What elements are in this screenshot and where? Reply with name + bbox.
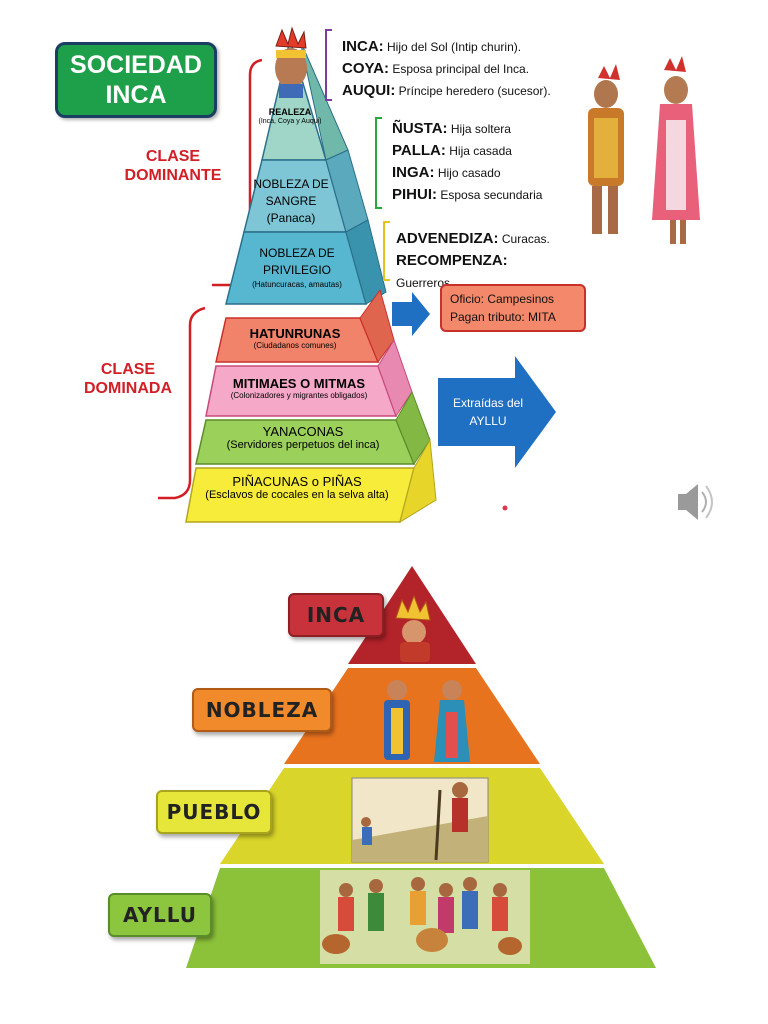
def-advenediza: ADVENEDIZA: Curacas. — [396, 230, 550, 247]
privilegio-definitions: ADVENEDIZA: Curacas. RECOMPENZA: Guerrer… — [396, 228, 566, 294]
def-pihui: PIHUI: Esposa secundaria — [392, 186, 543, 203]
top-pyramid — [158, 26, 713, 524]
arrow-text: Extraídas del AYLLU — [452, 396, 524, 428]
small-right-arrow-icon — [392, 292, 430, 336]
pinacunas-label: PIÑACUNAS o PIÑAS (Esclavos de cocales e… — [205, 474, 389, 501]
nobleza-sangre-label: NOBLEZA DE SANGRE (Panaca) — [253, 177, 329, 225]
mitimaes-label: MITIMAES O MITMAS (Colonizadores y migra… — [230, 376, 368, 400]
label-nobleza: NOBLEZA — [192, 688, 332, 732]
nobleza-bracket — [375, 117, 382, 209]
bottom-pyramid — [186, 566, 656, 968]
nobleza-privilegio-label: NOBLEZA DE PRIVILEGIO (Hatuncuracas, ama… — [252, 246, 342, 289]
oficio-box: Oficio: Campesinos Pagan tributo: MITA — [440, 284, 586, 332]
ayllu-community-illustration — [320, 870, 530, 964]
realeza-definitions: INCA: Hijo del Sol (Intip churin). COYA:… — [342, 36, 552, 102]
bracket-dominada — [158, 306, 206, 500]
nobleza-definitions: ÑUSTA: Hija soltera PALLA: Hija casada I… — [392, 118, 562, 206]
def-auqui: AUQUI: Príncipe heredero (sucesor). — [342, 82, 551, 99]
yanaconas-label: YANACONAS (Servidores perpetuos del inca… — [226, 424, 380, 451]
def-coya: COYA: Esposa principal del Inca. — [342, 60, 530, 77]
realeza-label: REALEZA (Inca, Coya y Auqui) — [258, 107, 322, 125]
realeza-bracket — [325, 29, 332, 101]
label-inca: INCA — [288, 593, 384, 637]
def-inga: INGA: Hijo casado — [392, 164, 501, 181]
title-line-1: SOCIEDAD — [70, 51, 202, 79]
band-nobleza — [284, 668, 540, 764]
label-pueblo: PUEBLO — [156, 790, 272, 834]
def-palla: PALLA: Hija casada — [392, 142, 512, 159]
privilegio-bracket — [383, 221, 390, 281]
inca-couple-illustration — [588, 56, 700, 244]
level-nobleza-privilegio-side — [345, 219, 387, 305]
label-ayllu: AYLLU — [108, 893, 212, 937]
hatunrunas-label: HATUNRUNAS (Ciudadanos comunes) — [249, 326, 341, 350]
def-recompenza: RECOMPENZA: Guerreros, — [396, 252, 508, 290]
level-pinacunas-side — [399, 438, 437, 524]
clase-dominante-label: CLASE DOMINANTE — [124, 148, 222, 184]
big-right-arrow-icon — [438, 356, 556, 468]
red-dot — [502, 505, 508, 511]
title-line-2: INCA — [105, 81, 167, 109]
clase-dominada-label: CLASE DOMINADA — [84, 361, 172, 397]
pueblo-farming-illustration — [351, 777, 489, 863]
inca-figure-illustration — [395, 594, 431, 662]
def-nusta: ÑUSTA: Hija soltera — [392, 120, 511, 137]
title-box: SOCIEDAD INCA — [55, 42, 217, 118]
nobleza-figures-illustration — [384, 680, 470, 762]
def-inca: INCA: Hijo del Sol (Intip churin). — [342, 38, 522, 55]
inca-portrait-icon — [275, 26, 307, 98]
speaker-icon[interactable] — [678, 484, 713, 520]
